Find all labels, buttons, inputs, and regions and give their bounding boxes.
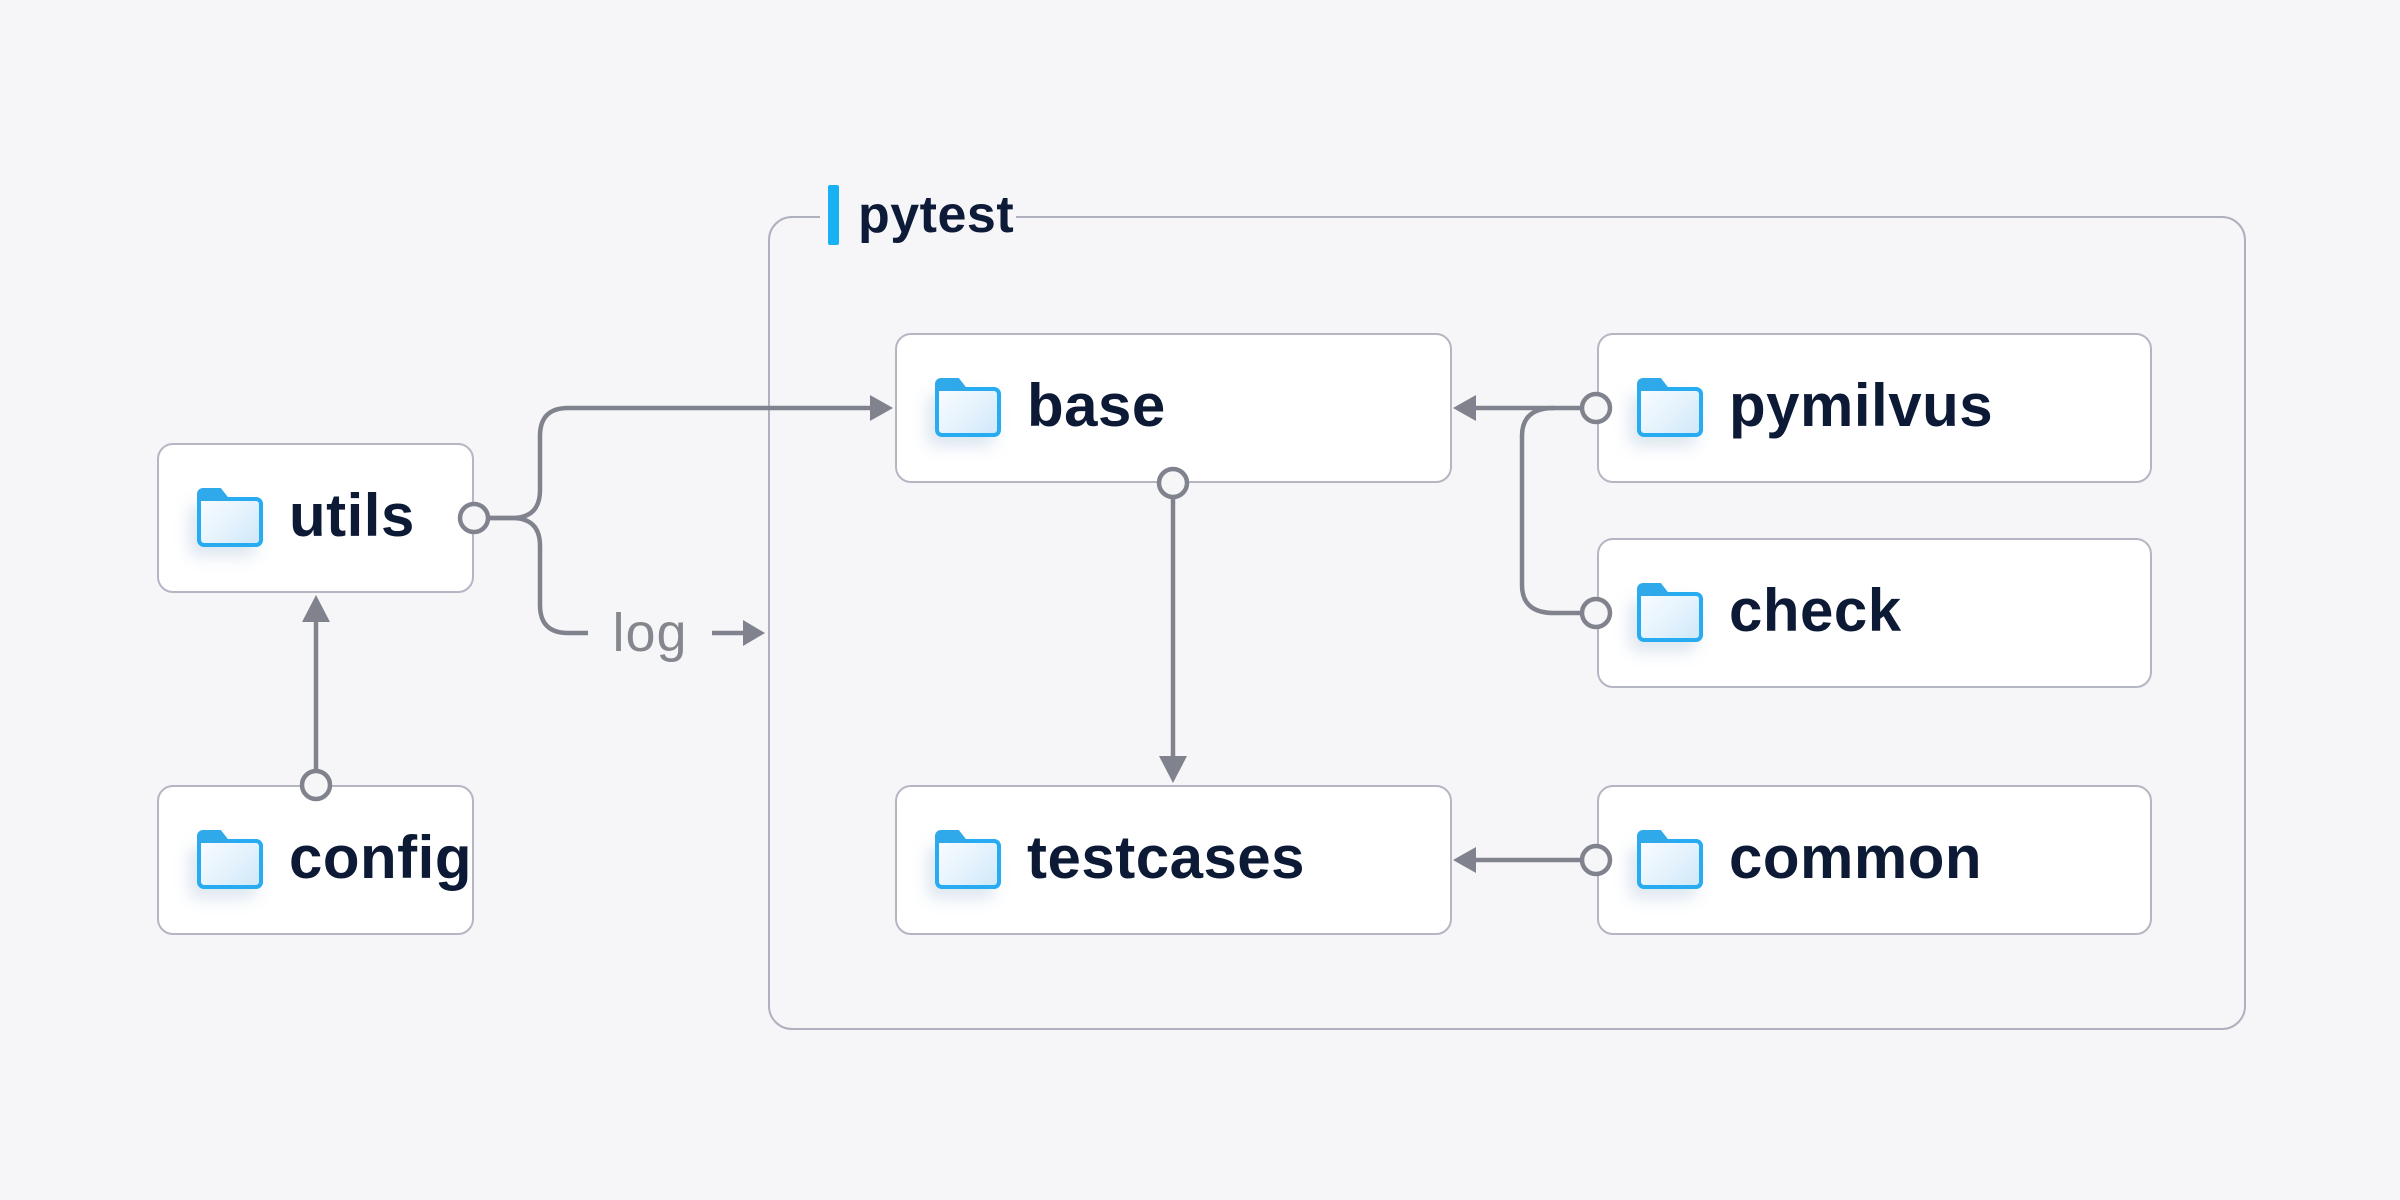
folder-icon [197, 497, 263, 547]
folder-icon [197, 839, 263, 889]
pytest-accent-bar [828, 185, 839, 245]
node-common-label: common [1729, 823, 1983, 891]
container-pytest [768, 216, 2246, 1030]
edge-label-log: log [612, 603, 688, 663]
container-pytest-label: pytest [858, 186, 1015, 244]
folder-icon [935, 839, 1001, 889]
node-utils-label: utils [289, 481, 415, 549]
node-testcases: testcases [895, 785, 1452, 935]
edge-config-utils [299, 595, 333, 802]
node-base: base [895, 333, 1452, 483]
node-check: check [1597, 538, 2152, 688]
node-base-label: base [1027, 371, 1166, 439]
container-label-gap [820, 212, 1016, 221]
folder-icon [1637, 839, 1703, 889]
node-common: common [1597, 785, 2152, 935]
node-config-label: config [289, 823, 472, 891]
folder-icon [1637, 387, 1703, 437]
node-testcases-label: testcases [1027, 823, 1306, 891]
node-check-label: check [1729, 576, 1902, 644]
folder-icon [1637, 592, 1703, 642]
node-config: config [157, 785, 474, 935]
node-pymilvus-label: pymilvus [1729, 371, 1994, 439]
node-pymilvus: pymilvus [1597, 333, 2152, 483]
node-utils: utils [157, 443, 474, 593]
folder-icon [935, 387, 1001, 437]
